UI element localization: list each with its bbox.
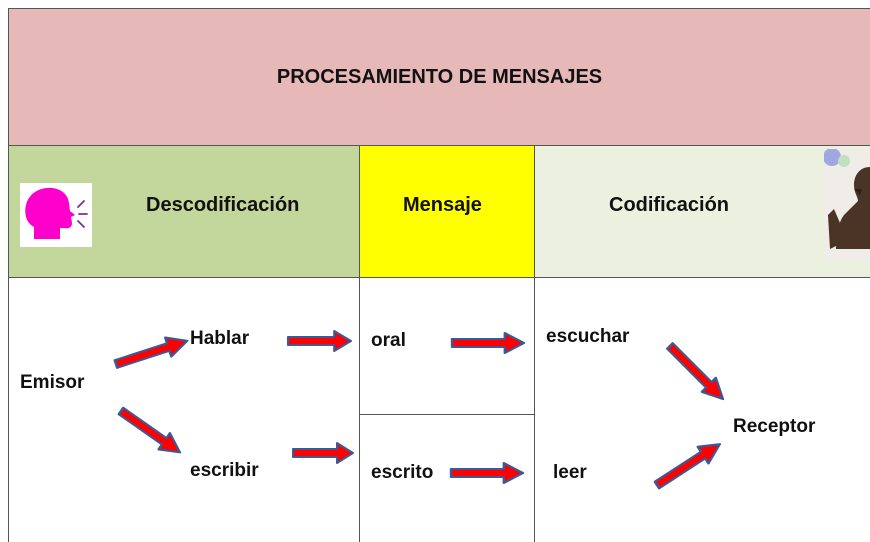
header-codificacion-label: Codificación xyxy=(609,194,730,216)
arrow-emisor-escribir xyxy=(114,401,187,462)
arrow-emisor-hablar xyxy=(111,330,192,375)
header-mensaje-label: Mensaje xyxy=(403,194,482,216)
arrow-escuchar-receptor xyxy=(661,337,732,408)
header-codificacion: Codificación xyxy=(534,145,870,278)
header-mensaje: Mensaje xyxy=(359,145,535,278)
title-row: PROCESAMIENTO DE MENSAJES xyxy=(8,8,870,146)
speaking-head-icon xyxy=(20,183,92,247)
node-emisor: Emisor xyxy=(20,372,85,393)
node-receptor: Receptor xyxy=(733,416,816,437)
node-escuchar: escuchar xyxy=(546,326,630,347)
node-leer: leer xyxy=(553,462,587,483)
node-oral: oral xyxy=(371,330,406,351)
arrow-leer-receptor xyxy=(650,434,727,495)
arrow-escribir-escrito xyxy=(292,442,354,464)
arrow-hablar-oral xyxy=(286,329,353,353)
node-escrito: escrito xyxy=(371,462,434,483)
node-escribir: escribir xyxy=(190,460,259,481)
header-decodificacion-label: Descodificación xyxy=(146,194,300,216)
diagram-title: PROCESAMIENTO DE MENSAJES xyxy=(276,65,603,88)
node-hablar: Hablar xyxy=(190,328,250,349)
arrow-oral-escuchar xyxy=(450,331,526,355)
codificacion-panel xyxy=(534,277,870,542)
listening-person-icon xyxy=(823,148,870,259)
arrow-escrito-leer xyxy=(449,461,525,485)
